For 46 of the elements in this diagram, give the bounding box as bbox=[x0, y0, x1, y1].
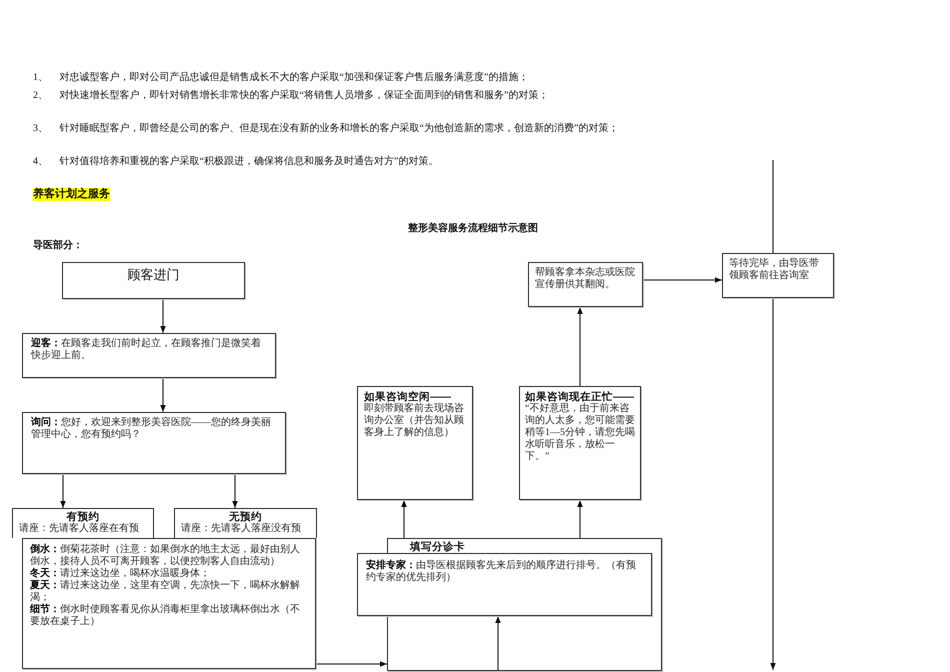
box-text: 安排专家：由导医根据顾客先来后到的顺序进行排号。（有预约专家的优先排列） bbox=[366, 560, 637, 584]
box-text: 请座：先请客人落座没有预 bbox=[181, 523, 302, 535]
process-box bbox=[519, 386, 641, 500]
box-heading: 如果咨询空闲—— bbox=[364, 391, 452, 403]
box-text: 等待完毕，由导医带领顾客前往咨询室 bbox=[729, 258, 820, 282]
arrow bbox=[495, 616, 501, 672]
box-text: 冬天：请过来这边坐，喝杯水温暖身体； bbox=[30, 568, 211, 580]
box-text: “不好意思，由于前来咨询的人太多，您可能需要稍等1—5分钟，请您先喝水听听音乐，放松一下。” bbox=[525, 403, 635, 463]
arrow bbox=[160, 298, 166, 334]
box-text: 帮顾客拿本杂志或医院宣传册供其翻阅。 bbox=[535, 267, 636, 291]
arrow bbox=[401, 500, 407, 538]
arrow bbox=[577, 500, 583, 538]
arrow bbox=[316, 661, 388, 667]
list-item-text: 2、 对快速增长型客户，即针对销售增长非常快的客户采取“将销售人员增多，保证全面周到的销售和服务”的对策； bbox=[33, 89, 548, 102]
process-box bbox=[22, 333, 276, 378]
process-box bbox=[22, 538, 316, 669]
list-item-text: 4、 针对值得培养和重视的客户采取“积极跟进，确保将信息和服务及时通告对方”的对策。 bbox=[33, 155, 438, 168]
arrow bbox=[577, 306, 583, 386]
box-heading: 如果咨询现在正忙—— bbox=[525, 391, 635, 403]
process-box bbox=[357, 386, 473, 500]
section-heading: 养客计划之服务 bbox=[33, 188, 110, 201]
process-box bbox=[357, 553, 652, 616]
process-box bbox=[387, 538, 662, 671]
box-text: 细节：倒水时使顾客看见你从消毒柜里拿出玻璃杯倒出水（不要放在桌子上） bbox=[30, 604, 301, 628]
arrow bbox=[60, 474, 66, 508]
box-text: 询问：您好，欢迎来到整形美容医院——您的终身美丽管理中心，您有预约吗？ bbox=[31, 417, 272, 441]
box-heading: 填写分诊卡 bbox=[410, 541, 466, 553]
arrow bbox=[160, 378, 166, 412]
arrow bbox=[232, 474, 238, 508]
process-box bbox=[62, 262, 245, 299]
subheading: 导医部分： bbox=[33, 239, 83, 252]
arrow bbox=[642, 277, 722, 283]
step-title: 顾客进门 bbox=[126, 267, 180, 283]
list-item-text: 3、 针对睡眠型客户，即曾经是公司的客户、但是现在没有新的业务和增长的客户采取“为他创造新的需求，创造新的消费”的对策； bbox=[33, 122, 618, 135]
box-text: 请座：先请客人落座在有预 bbox=[19, 523, 140, 535]
box-text: 倒水：倒菊花茶时（注意：如果倒水的地主太远，最好由别人倒水，接待人员不可离开顾客，以便控制客人自由流动） bbox=[30, 544, 301, 568]
box-text: 迎客：在顾客走我们前时起立，在顾客推门是微笑着快步迎上前。 bbox=[31, 338, 262, 362]
box-heading: 无预约 bbox=[229, 511, 262, 523]
process-box bbox=[22, 412, 286, 474]
process-box bbox=[528, 262, 643, 307]
list-item-text: 1、 对忠诚型客户，即对公司产品忠诚但是销售成长不大的客户采取“加强和保证客户售后服务满意度”的措施； bbox=[33, 71, 528, 84]
box-text: 即刻带顾客前去现场咨询办公室（并告知从顾客身上了解的信息） bbox=[364, 403, 465, 439]
box-heading: 有预约 bbox=[66, 511, 100, 523]
box-text: 夏天：请过来这边坐，这里有空调，先凉快一下，喝杯水解解渴； bbox=[30, 580, 301, 604]
process-box bbox=[722, 253, 834, 298]
diagram-title: 整形美容服务流程细节示意图 bbox=[408, 222, 538, 235]
